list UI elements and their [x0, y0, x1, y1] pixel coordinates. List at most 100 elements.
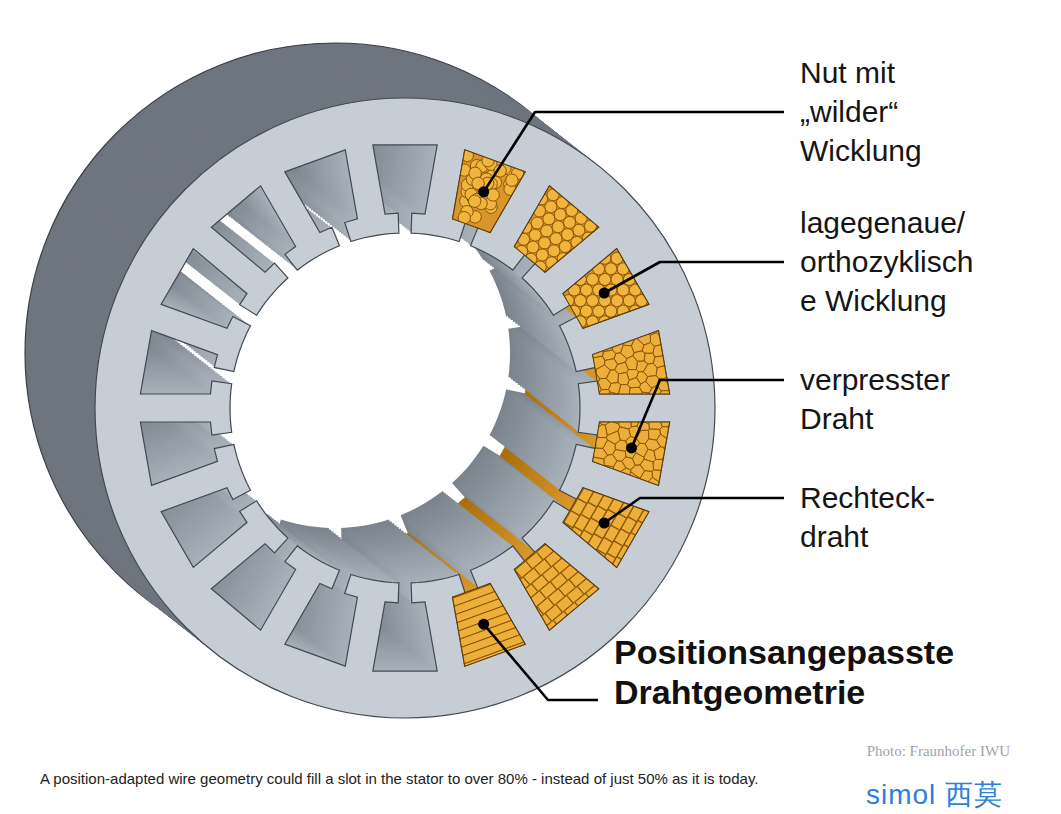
leader-line [604, 498, 784, 523]
pressed-wire [625, 316, 639, 330]
rectangular-wire [505, 570, 522, 586]
leader-line [484, 112, 784, 192]
winding-fill [575, 390, 689, 505]
pressed-wire [616, 318, 629, 326]
winding-ortho [546, 234, 661, 352]
pressed-wire [605, 320, 619, 332]
pressed-wire [660, 332, 678, 350]
winding-fill [428, 571, 540, 677]
label-anchor: Rechteck- draht [800, 478, 985, 556]
round-wire [555, 250, 572, 267]
pressed-wire [595, 321, 609, 330]
pressed-wire [587, 469, 601, 484]
round-wire [580, 230, 597, 247]
pressed-wire [587, 323, 601, 337]
leader-dot [478, 186, 489, 197]
pressed-wire [623, 396, 636, 409]
pressed-wire [668, 404, 688, 415]
winding-ground [493, 172, 613, 291]
pressed-wire [654, 316, 674, 328]
pressed-wire [649, 407, 665, 420]
pressed-wire [650, 407, 663, 415]
pressed-wire [577, 340, 593, 354]
pressed-wire [664, 358, 682, 375]
slot-outline [505, 186, 599, 280]
pressed-wire [587, 404, 601, 422]
pressed-wire [591, 390, 606, 398]
label-anchor: Positionsangepasste Drahtgeometrie [614, 632, 986, 712]
pressed-wire [667, 431, 683, 447]
label-anchor: lagegenaue/ orthozyklisch e Wicklung [800, 203, 985, 320]
pressed-wire [654, 401, 669, 411]
winding-pressed [575, 310, 689, 425]
pressed-wire [635, 315, 648, 325]
pressed-wire [589, 395, 606, 410]
winding-ground [547, 234, 661, 352]
winding-ground [428, 139, 540, 245]
pressed-wire [579, 351, 593, 364]
winding-rect [547, 464, 661, 582]
pressed-wire [621, 406, 636, 418]
pressed-wire [670, 409, 687, 426]
leader-dot [599, 518, 610, 529]
winding-fill [546, 234, 661, 352]
round-wire [597, 314, 613, 330]
caption-anchor: A position-adapted wire geometry could f… [40, 770, 862, 788]
leader-dot [478, 619, 489, 630]
winding-adapted [428, 571, 540, 677]
pressed-wire [662, 403, 677, 418]
pressed-wire [607, 329, 623, 343]
leader-lines [478, 112, 784, 700]
pressed-wire [669, 394, 687, 407]
pressed-wire [585, 382, 602, 397]
pressed-wire [630, 398, 646, 414]
winding-wild [428, 139, 540, 245]
rectangular-wire [567, 527, 582, 544]
pressed-wire [588, 403, 603, 418]
winding-ground [584, 397, 678, 500]
slot-outline [557, 249, 649, 339]
pressed-wire [586, 333, 601, 347]
pressed-wire [616, 489, 631, 498]
stator-core [25, 43, 715, 718]
slot-outline [441, 150, 525, 237]
pressed-wire [612, 411, 625, 422]
pressed-wire [638, 483, 652, 498]
pressed-wire [660, 463, 678, 478]
pressed-wire [597, 398, 612, 414]
pressed-wire [611, 399, 626, 411]
slot-outline [590, 331, 669, 406]
pressed-wire [607, 401, 622, 414]
pressed-wire [596, 327, 610, 343]
pressed-wire [633, 398, 647, 405]
label-anchor: Nut mit „wilder“ Wicklung [800, 53, 985, 170]
label-anchor: simol 西莫 [866, 780, 1056, 810]
pressed-wire [626, 482, 641, 499]
callout-label-bold: Positionsangepasste Drahtgeometrie [614, 632, 986, 712]
rectangular-wire [590, 550, 605, 567]
slot-outline [505, 536, 599, 630]
pressed-wire [606, 483, 620, 496]
winding-fill [428, 139, 540, 245]
pressed-wire [613, 394, 628, 403]
winding-pressed [575, 390, 689, 505]
pressed-wire [644, 313, 657, 324]
pressed-wire [590, 457, 606, 472]
pressed-wire [662, 346, 679, 362]
leader-line [484, 624, 598, 700]
adapted-wire [460, 634, 526, 665]
figure-caption: A position-adapted wire geometry could f… [40, 770, 862, 788]
winding-fill [547, 464, 661, 582]
round-wire [532, 259, 549, 276]
label-anchor: Photo: Fraunhofer IWU [780, 741, 1010, 761]
pressed-wire [653, 310, 672, 319]
pressed-wire [575, 325, 591, 335]
pressed-wire [601, 392, 615, 404]
callout-label: Nut mit „wilder“ Wicklung [800, 53, 985, 170]
pressed-wire [657, 400, 674, 414]
winding-ground [547, 464, 661, 582]
pressed-wire [658, 475, 676, 489]
